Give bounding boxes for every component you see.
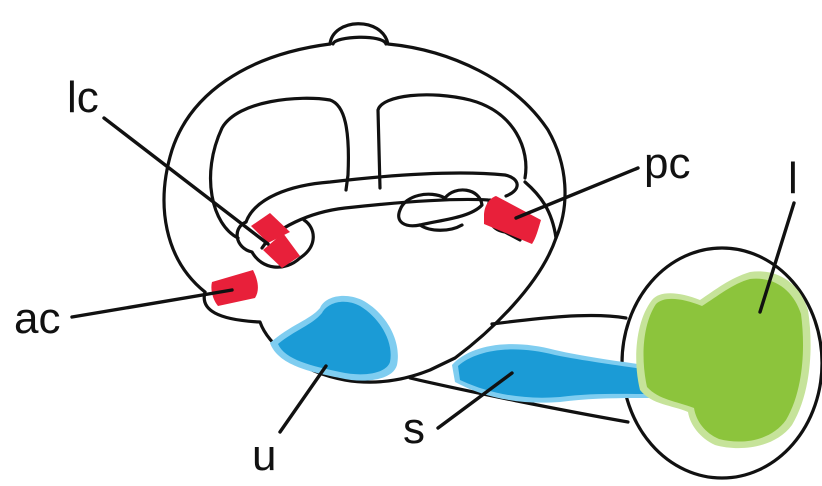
label-s: s bbox=[403, 404, 425, 453]
posterior-canal-inner-loop bbox=[376, 93, 528, 190]
vestibule-outline bbox=[202, 180, 558, 384]
label-u: u bbox=[252, 431, 276, 480]
crista-lc bbox=[251, 213, 300, 268]
leader-line-u bbox=[278, 364, 328, 434]
label-ac: ac bbox=[14, 294, 60, 343]
crista-lc-lower bbox=[263, 233, 300, 268]
leader-line-ac bbox=[70, 288, 234, 319]
leader-line-l bbox=[758, 201, 796, 314]
label-l: l bbox=[788, 154, 798, 203]
macula-lagena bbox=[636, 271, 811, 449]
macula-u bbox=[270, 295, 398, 381]
crista-ac bbox=[211, 270, 258, 306]
label-lc: lc bbox=[67, 73, 99, 122]
label-pc: pc bbox=[644, 139, 690, 188]
leader-line-lc bbox=[102, 116, 270, 246]
leader-line-pc bbox=[514, 166, 640, 220]
leader-line-s bbox=[436, 371, 514, 430]
outer-canal-outline bbox=[162, 22, 567, 294]
crista-pc bbox=[484, 196, 541, 244]
anterior-canal-inner-loop bbox=[208, 96, 350, 240]
macula-s bbox=[452, 344, 652, 403]
